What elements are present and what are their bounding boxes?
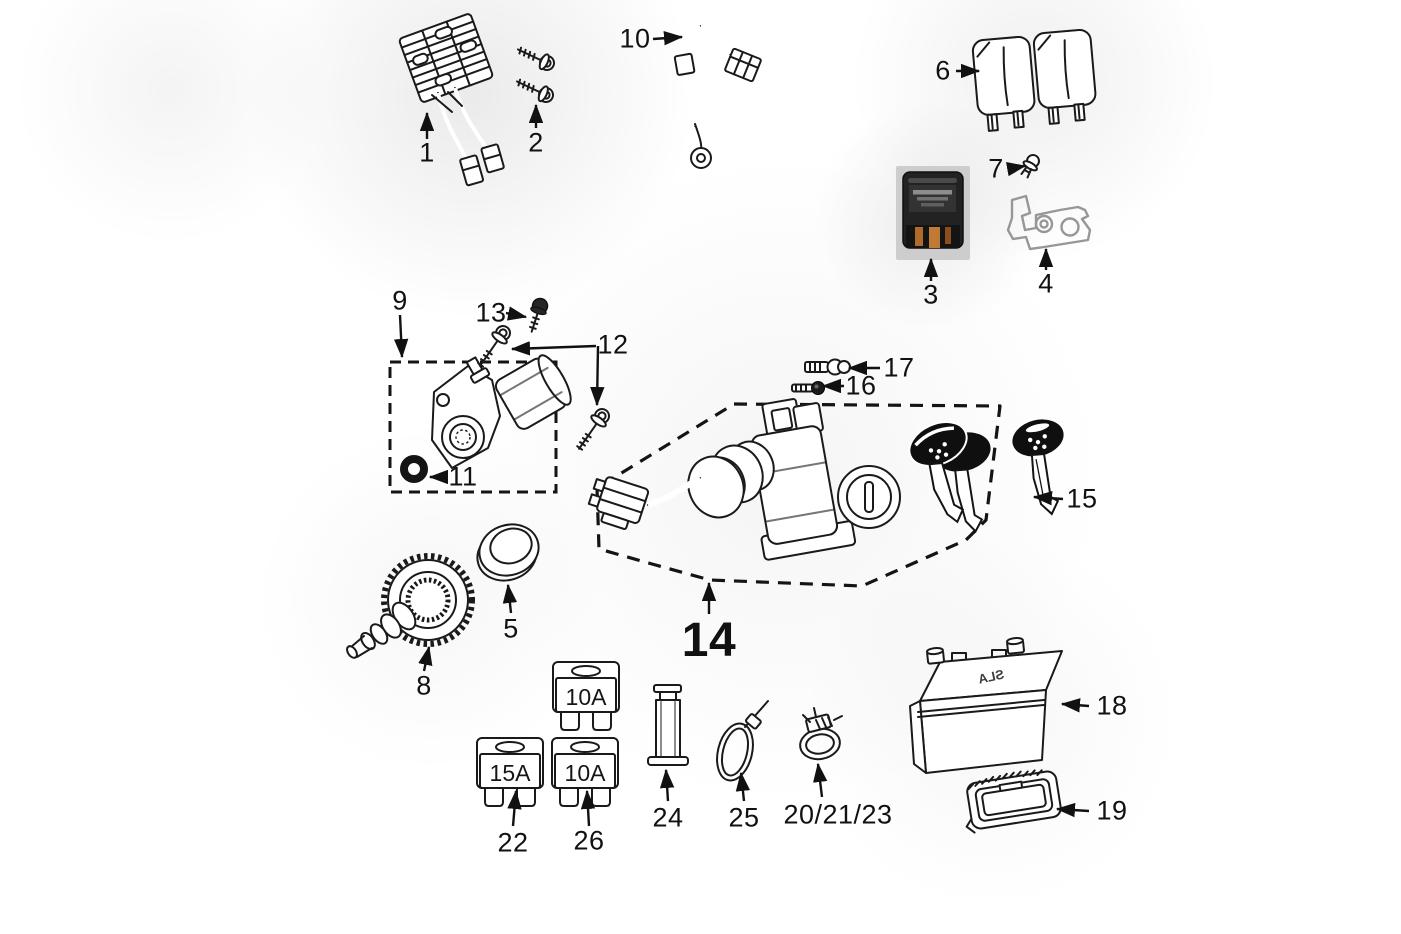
part-label-1: 1 bbox=[419, 137, 435, 168]
part-label-17: 17 bbox=[883, 352, 915, 383]
fuse-rating-top: 10A bbox=[566, 684, 608, 710]
fuse-rating-right: 10A bbox=[565, 760, 607, 786]
part-pan-head-screw bbox=[529, 297, 549, 333]
part-starter-relay-photo bbox=[896, 166, 970, 260]
part-label-14: 14 bbox=[681, 614, 737, 667]
part-fuse-10a-top: 10A bbox=[552, 661, 620, 731]
part-label-13: 13 bbox=[475, 297, 507, 328]
part-o-ring bbox=[400, 455, 428, 483]
part-battery: SLA bbox=[909, 636, 1063, 774]
part-label-9: 9 bbox=[392, 285, 408, 316]
part-label-8: 8 bbox=[416, 670, 432, 701]
part-ground-cable bbox=[673, 23, 762, 169]
part-relay-bracket bbox=[1006, 194, 1092, 251]
part-label-7: 7 bbox=[988, 153, 1004, 184]
part-label-2: 2 bbox=[528, 127, 544, 158]
part-ignition-switch-assembly bbox=[587, 398, 1002, 588]
part-label-5: 5 bbox=[503, 613, 519, 644]
part-ring-collar bbox=[476, 523, 540, 582]
part-mounting-screws bbox=[515, 46, 555, 103]
part-label-11: 11 bbox=[448, 461, 478, 492]
part-label-19: 19 bbox=[1096, 795, 1128, 826]
fuse-rating-left: 15A bbox=[490, 760, 532, 786]
part-label-3: 3 bbox=[923, 279, 939, 310]
part-label-22: 22 bbox=[497, 827, 529, 858]
part-label-10: 10 bbox=[619, 23, 651, 54]
part-cable-tie bbox=[716, 700, 769, 782]
part-fuse-10a-right: 10A bbox=[551, 737, 619, 807]
part-hose-clamp bbox=[799, 707, 843, 761]
part-starter-motor-group bbox=[388, 354, 572, 494]
part-label-25: 25 bbox=[728, 802, 760, 833]
part-small-bolt bbox=[1020, 154, 1040, 179]
battery-sla-text: SLA bbox=[976, 667, 1005, 687]
part-switch-screw-16 bbox=[791, 381, 825, 395]
part-label-20-21-23: 20/21/23 bbox=[783, 799, 893, 830]
part-relay-pair bbox=[971, 28, 1097, 132]
part-voltage-regulator bbox=[398, 13, 505, 187]
part-label-15: 15 bbox=[1066, 483, 1098, 514]
part-label-4: 4 bbox=[1038, 268, 1054, 299]
part-battery-tray bbox=[965, 769, 1062, 834]
part-label-18: 18 bbox=[1096, 690, 1128, 721]
part-flange-bolts bbox=[477, 325, 610, 451]
part-starter-gear bbox=[346, 553, 475, 659]
part-switch-screw-17 bbox=[804, 358, 851, 376]
part-label-16: 16 bbox=[845, 370, 877, 401]
part-label-6: 6 bbox=[935, 55, 951, 86]
part-label-26: 26 bbox=[573, 825, 605, 856]
part-grease-syringe bbox=[647, 684, 689, 766]
part-fuse-15a: 15A bbox=[476, 737, 544, 807]
key-pair bbox=[908, 421, 991, 533]
part-label-12: 12 bbox=[597, 329, 629, 360]
leader-arrows bbox=[393, 31, 1090, 827]
part-label-24: 24 bbox=[652, 802, 684, 833]
